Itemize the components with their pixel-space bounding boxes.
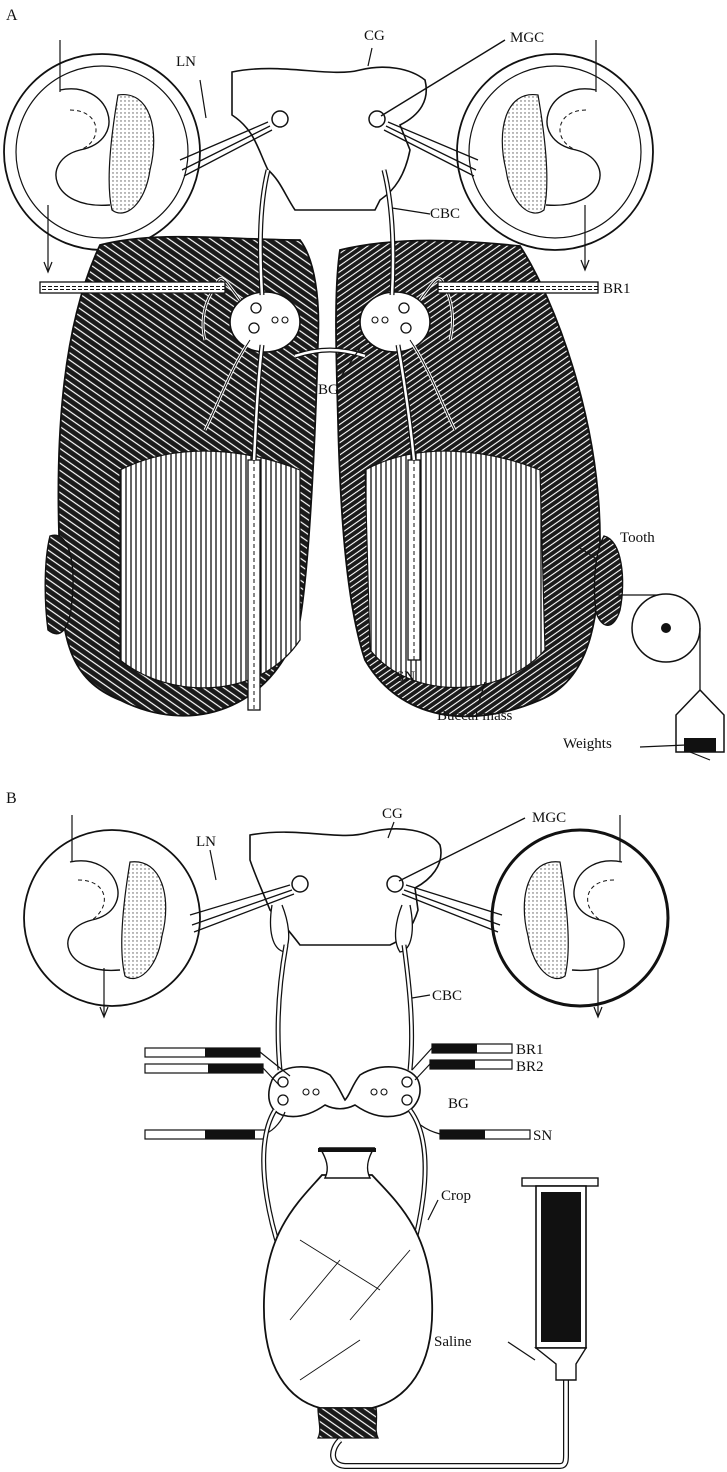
label-crop-b: Crop: [441, 1188, 471, 1204]
sn-electrode-left-b: [145, 1130, 265, 1139]
label-tooth-a: Tooth: [620, 530, 655, 546]
mgc-neuron-left-b: [292, 876, 308, 892]
cerebral-ganglion-a: [232, 67, 426, 210]
buccal-ganglia-b: [269, 1067, 420, 1117]
label-br1-b: BR1: [516, 1042, 544, 1058]
mgc-neuron-left-a: [272, 111, 288, 127]
br1-electrode-left-a: [40, 282, 225, 293]
label-br1-a: BR1: [603, 281, 631, 297]
lip-chamber-left-b: [24, 815, 200, 1017]
weights-block-a: [684, 738, 716, 752]
label-br2-b: BR2: [516, 1059, 544, 1075]
label-cbc-b: CBC: [432, 988, 462, 1004]
label-saline-b: Saline: [434, 1334, 472, 1350]
label-weights-a: Weights: [563, 736, 612, 752]
label-cg-b: CG: [382, 806, 403, 822]
sn-electrode-right-b: [440, 1130, 530, 1139]
saline-syringe-b: [522, 1178, 598, 1380]
label-sn-a: SN: [396, 669, 415, 685]
br2-electrode-right-b: [430, 1060, 512, 1069]
buccal-ganglion-right-a: [360, 292, 430, 352]
label-bg-b: BG: [448, 1096, 469, 1112]
panel-a: A: [4, 7, 724, 760]
br1-electrode-right-b: [432, 1044, 512, 1053]
sn-electrode-left-a: [248, 460, 260, 710]
label-ln-b: LN: [196, 834, 216, 850]
label-mgc-b: MGC: [532, 810, 566, 826]
label-bg-a: BG: [318, 382, 339, 398]
label-buccal-mass-a: Buccal mass: [437, 708, 513, 724]
tooth-right-a: [594, 536, 622, 625]
br1-electrode-right-a: [438, 282, 598, 293]
lip-chamber-right-a: [457, 40, 653, 270]
tooth-left-a: [45, 535, 73, 634]
label-mgc-a: MGC: [510, 30, 544, 46]
buccal-muscle-lower-right-a: [365, 451, 545, 687]
label-cg-a: CG: [364, 28, 385, 44]
br2-electrode-left-b: [145, 1064, 263, 1073]
label-cbc-a: CBC: [430, 206, 460, 222]
label-sn-b: SN: [533, 1128, 552, 1144]
label-ln-a: LN: [176, 54, 196, 70]
buccal-muscle-lower-left-a: [120, 451, 300, 688]
mgc-neuron-right-b: [387, 876, 403, 892]
panel-b-letter: B: [6, 790, 17, 807]
br1-electrode-left-b: [145, 1048, 260, 1057]
sn-electrode-right-a: [408, 460, 420, 660]
panel-b: B: [6, 790, 668, 1466]
buccal-ganglion-left-a: [230, 292, 300, 352]
crop-b: [264, 1175, 432, 1408]
panel-a-letter: A: [6, 7, 18, 24]
pulley-axle-a: [661, 623, 671, 633]
lip-chamber-right-b: [492, 815, 668, 1017]
mgc-neuron-right-a: [369, 111, 385, 127]
